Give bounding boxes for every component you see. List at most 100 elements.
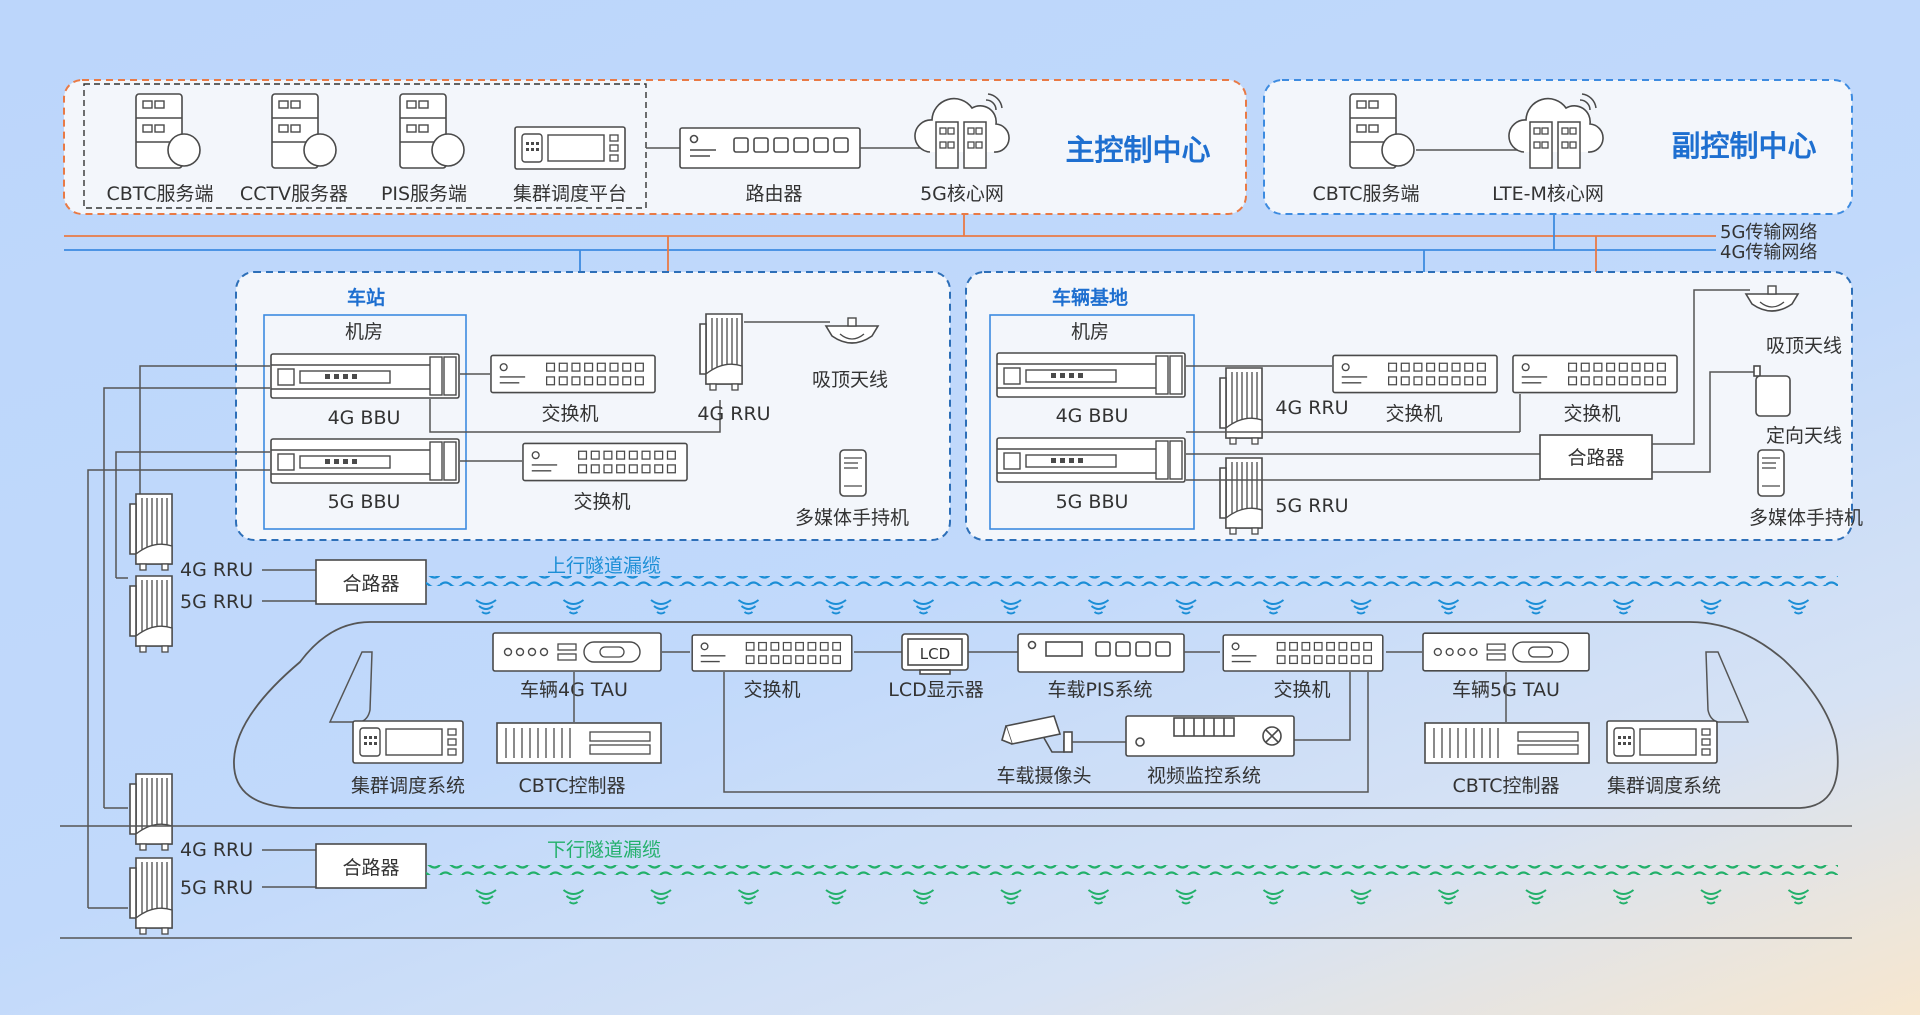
up-cable-signal-icon	[1437, 599, 1460, 615]
station-machine-room-label: 机房	[345, 321, 383, 343]
up-cable-signals	[475, 599, 1810, 615]
router-icon	[679, 127, 861, 169]
down-rru-5g-label: 5G RRU	[180, 877, 253, 899]
down-cable-signal-icon	[1175, 889, 1197, 905]
depot-machine-room	[989, 314, 1195, 530]
router-label: 路由器	[745, 183, 802, 205]
up-cable-signal-icon	[1525, 599, 1547, 615]
station-title: 车站	[347, 286, 385, 309]
up-cable-signal-icon	[1612, 599, 1635, 615]
down-cable-signal-icon	[1525, 889, 1547, 905]
down-cable-signal-icon	[1437, 889, 1460, 905]
up-rru-4g-icon	[129, 493, 173, 571]
station-rru-4g-label: 4G RRU	[697, 403, 770, 425]
train-dispatch-right-label: 集群调度系统	[1607, 775, 1721, 797]
up-cable-signal-icon	[650, 599, 672, 615]
station-handheld-label: 多媒体手持机	[795, 507, 909, 529]
up-combiner-label: 合路器	[342, 573, 399, 595]
depot-handheld-icon	[1757, 449, 1785, 497]
station-switch-2-icon	[522, 442, 688, 482]
depot-rru-5g-icon	[1219, 457, 1263, 535]
train-cbtc-left-icon	[496, 722, 662, 764]
train-cbtc-right-label: CBTC控制器	[1452, 775, 1559, 797]
depot-bbu-4g-label: 4G BBU	[1056, 405, 1129, 427]
down-cable-signal-icon	[650, 889, 672, 905]
train-switch-2-label: 交换机	[1273, 679, 1330, 701]
station-switch-2-label: 交换机	[573, 491, 630, 513]
net-5g-label: 5G传输网络	[1720, 222, 1817, 243]
down-rru-4g-label: 4G RRU	[180, 839, 253, 861]
station-ceiling-antenna-label: 吸顶天线	[812, 369, 888, 391]
depot-machine-room-label: 机房	[1071, 321, 1109, 343]
up-cable-signal-icon	[1787, 599, 1810, 615]
up-tunnel-cable: 上行隧道漏缆	[426, 555, 1838, 615]
train-tau-5g-icon	[1422, 632, 1590, 672]
down-cable-signal-icon	[825, 889, 847, 905]
depot-bbu-5g-label: 5G BBU	[1056, 491, 1129, 513]
station-bbu-5g-icon	[270, 438, 460, 484]
depot-switch-1-icon	[1332, 354, 1498, 394]
down-rru-4g-icon	[129, 773, 173, 851]
train-lcd-glyph: LCD	[920, 645, 950, 663]
depot-ceiling-antenna-label: 吸顶天线	[1766, 335, 1842, 357]
depot-section: 车辆基地 机房 4G BBU 5G BBU 4G RRU 5G RRU 交换机 …	[965, 271, 1863, 541]
train-cbtc-right-icon	[1424, 722, 1590, 764]
depot-combiner-label: 合路器	[1567, 447, 1624, 469]
train-switch-2-icon	[1222, 634, 1384, 672]
station-switch-1-label: 交换机	[541, 403, 598, 425]
up-cable-signal-icon	[737, 599, 760, 615]
up-cable-signal-icon	[912, 599, 935, 615]
up-rru-5g-icon	[129, 575, 173, 653]
down-combiner-icon	[315, 843, 427, 889]
core-ltem-label: LTE-M核心网	[1492, 183, 1604, 205]
tunnel-rru-stack: 4G RRU 5G RRU 合路器 4G RRU 5G RRU 合路器	[87, 365, 427, 935]
down-cable-signal-icon	[1787, 889, 1810, 905]
depot-combiner-icon	[1539, 434, 1653, 480]
train-camera-label: 车载摄像头	[996, 765, 1091, 787]
down-cable-signal-icon	[1087, 889, 1110, 905]
station-switch-1-icon	[490, 354, 656, 394]
train-dispatch-left-icon	[352, 720, 464, 764]
up-rru-4g-label: 4G RRU	[180, 559, 253, 581]
train-section: 车辆4G TAU 交换机 LCD LCD显示器 车载PIS系统 交换机 车辆5G…	[233, 621, 1839, 809]
train-pis-icon	[1017, 633, 1185, 673]
up-cable-signal-icon	[1175, 599, 1197, 615]
cctv-server-label: CCTV服务器	[240, 183, 348, 205]
down-cable-signal-icon	[562, 889, 585, 905]
depot-directional-antenna-icon	[1753, 365, 1791, 417]
down-cable-signal-icon	[1700, 889, 1722, 905]
up-cable-signal-icon	[825, 599, 847, 615]
depot-switch-1-label: 交换机	[1385, 403, 1442, 425]
down-cable-signal-icon	[1612, 889, 1635, 905]
up-cable-signal-icon	[475, 599, 497, 615]
down-cable-signal-icon	[1000, 889, 1022, 905]
station-bbu-4g-icon	[270, 353, 460, 399]
main-control-center: 主控制中心 CBTC服务端 CCTV服务器 PIS服务端 集群调度平台 路由器 …	[63, 79, 1247, 215]
depot-bbu-4g-icon	[996, 352, 1186, 398]
down-cable-signal-icon	[1350, 889, 1372, 905]
station-bbu-4g-label: 4G BBU	[328, 407, 401, 429]
train-switch-1-label: 交换机	[743, 679, 800, 701]
station-rru-4g-icon	[699, 313, 743, 391]
depot-rru-5g-label: 5G RRU	[1275, 495, 1348, 517]
depot-switch-2-icon	[1512, 354, 1678, 394]
dispatch-platform-label: 集群调度平台	[513, 183, 627, 205]
depot-directional-antenna-label: 定向天线	[1766, 425, 1842, 447]
train-switch-1-icon	[691, 634, 853, 672]
depot-handheld-label: 多媒体手持机	[1749, 507, 1863, 529]
station-handheld-icon	[839, 449, 867, 497]
transport-networks: 5G传输网络 4G传输网络	[64, 214, 1817, 444]
train-cbtc-left-label: CBTC控制器	[518, 775, 625, 797]
up-cable-signal-icon	[562, 599, 585, 615]
dispatch-platform-icon	[514, 126, 626, 170]
up-cable-signal-icon	[1087, 599, 1110, 615]
up-rru-5g-label: 5G RRU	[180, 591, 253, 613]
main-center-title: 主控制中心	[1065, 133, 1210, 167]
train-dispatch-left-label: 集群调度系统	[351, 775, 465, 797]
station-machine-room	[263, 314, 467, 530]
up-cable-signal-icon	[1700, 599, 1722, 615]
train-tau-4g-icon	[492, 632, 662, 672]
down-cable-label: 下行隧道漏缆	[547, 839, 661, 861]
